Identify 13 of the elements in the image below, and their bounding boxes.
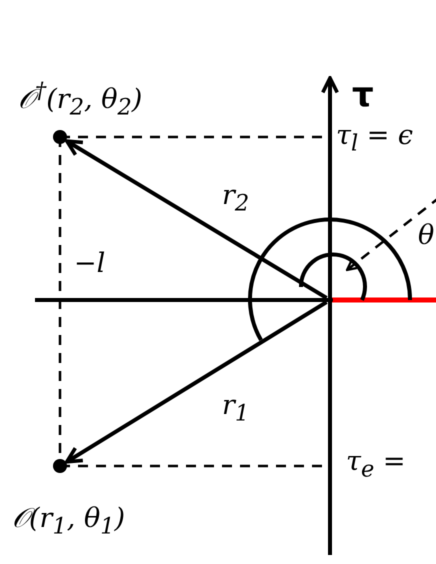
point-dot [53, 130, 67, 144]
arrow [65, 139, 328, 300]
point-dot [53, 459, 67, 473]
point-label: 𝒪(r$_{1}$, θ$_{1}$) [12, 505, 126, 538]
math-label: τ$_{e}$ = [346, 448, 406, 481]
point-label: 𝒪$^{†}$(r$_{2}$, θ$_{2}$) [18, 80, 142, 119]
arrow [65, 300, 328, 464]
edge-label: r$_{2}$ [222, 182, 250, 215]
math-label: τ$_{l}$ = ϵ [336, 122, 414, 155]
math-label: θ [418, 222, 434, 249]
edge-label: r$_{1}$ [222, 392, 250, 425]
math-label: −l [74, 250, 106, 277]
axis-label: τ [352, 78, 374, 112]
